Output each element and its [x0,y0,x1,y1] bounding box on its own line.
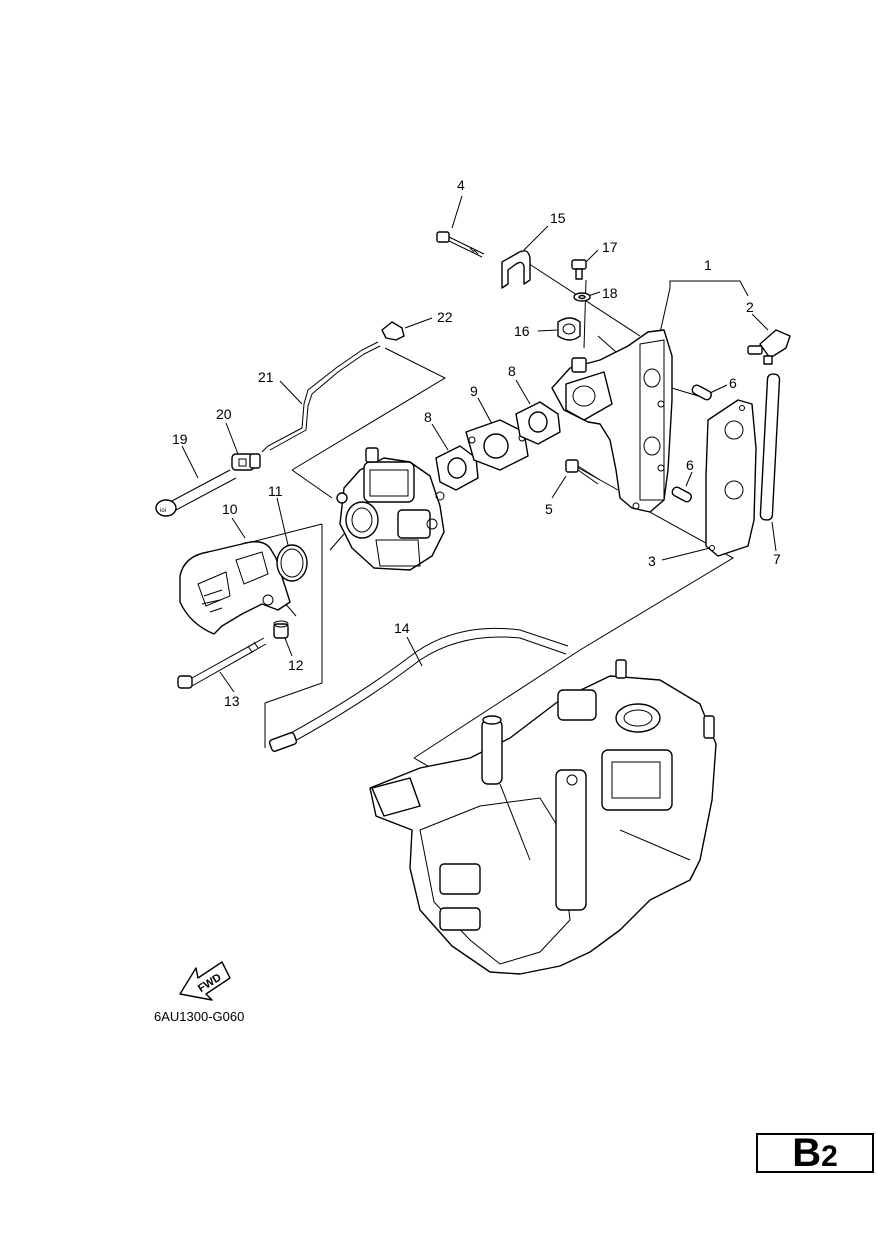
part-11-o-ring [276,544,308,582]
part-13-bolt [177,637,267,689]
fwd-arrow: FWD [179,961,231,1001]
callout-10: 10 [222,501,238,517]
part-3-gasket [705,399,757,557]
callout-9: 9 [470,383,478,399]
callout-18: 18 [602,285,618,301]
carburetor-assembly [329,447,445,571]
part-5-bolt [565,459,601,485]
callout-numbers: 1 2 3 4 5 6 6 7 8 8 9 10 11 12 13 14 15 … [172,177,781,709]
reference-code: 6AU1300-G060 [154,1009,244,1024]
leader-lines [181,195,777,783]
part-2-fitting [747,329,791,365]
callout-17: 17 [602,239,618,255]
callout-20: 20 [216,406,232,422]
callout-12: 12 [288,657,304,673]
callout-8-left: 8 [424,409,432,425]
part-21-choke-rod [261,341,381,453]
part-7-hose [759,373,781,521]
part-6-dowel-bottom [671,486,692,503]
part-8-gasket-left [435,445,479,491]
callout-19: 19 [172,431,188,447]
part-12-collar [273,620,289,639]
powerhead-block [369,659,717,975]
callout-5: 5 [545,501,553,517]
callout-6-bottom: 6 [686,457,694,473]
part-1-intake-manifold [551,329,673,513]
callout-7: 7 [773,551,781,567]
part-6-dowel-top [691,384,712,401]
part-4-bolt [436,231,485,258]
callout-15: 15 [550,210,566,226]
part-19-choke-knob: ioi [155,469,237,517]
part-14-fuel-hose [268,627,569,752]
callout-16: 16 [514,323,530,339]
callout-8-right: 8 [508,363,516,379]
part-9-insulator [465,419,529,471]
page-badge-number: 2 [821,1140,838,1173]
callout-22: 22 [437,309,453,325]
part-20-knob-holder [231,453,261,471]
callout-1: 1 [704,257,712,273]
svg-text:ioi: ioi [160,508,166,514]
callout-6-top: 6 [729,375,737,391]
page-badge-letter: B [792,1131,822,1175]
part-22-clip [381,321,405,341]
callout-14: 14 [394,620,410,636]
part-18-washer [573,292,591,302]
callout-11: 11 [268,483,283,499]
callout-13: 13 [224,693,240,709]
callout-3: 3 [648,553,656,569]
part-10-silencer [179,541,291,635]
part-17-screw [571,259,587,280]
callout-21: 21 [258,369,274,385]
callout-2: 2 [746,299,754,315]
part-16-grommet [557,317,581,341]
callout-4: 4 [457,177,465,193]
page-badge: B 2 [756,1133,874,1173]
part-8-gasket-right [515,401,561,445]
part-15-clamp [501,250,531,289]
